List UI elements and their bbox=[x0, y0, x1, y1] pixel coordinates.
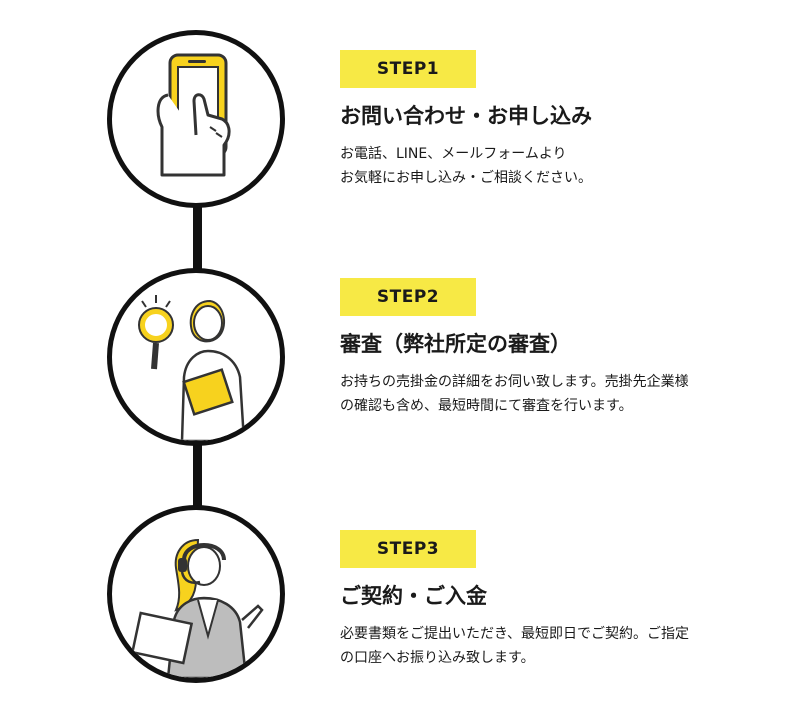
step3-description: 必要書類をご提出いただき、最短即日でご契約。ご指定の口座へお振り込み致します。 bbox=[340, 626, 690, 666]
step-connector-2 bbox=[193, 445, 202, 515]
step3: STEP3 ご契約・ご入金 必要書類をご提出いただき、最短即日でご契約。ご指定の… bbox=[340, 530, 780, 670]
step2-title: 審査（弊社所定の審査） bbox=[340, 332, 571, 356]
step2-illustration bbox=[107, 268, 285, 446]
step-connector-1 bbox=[193, 205, 202, 275]
step3-badge: STEP3 bbox=[340, 530, 476, 568]
step1-illustration bbox=[107, 30, 285, 208]
step1-title: お問い合わせ・お申し込み bbox=[340, 104, 592, 128]
magnifier-person-icon bbox=[138, 295, 246, 441]
smartphone-hand-icon bbox=[156, 53, 231, 177]
step2-badge: STEP2 bbox=[340, 278, 476, 316]
step1: STEP1 お問い合わせ・お申し込み お電話、LINE、メールフォームより お気… bbox=[340, 50, 780, 190]
step3-illustration bbox=[107, 505, 285, 683]
step1-badge: STEP1 bbox=[340, 50, 476, 88]
step3-title: ご契約・ご入金 bbox=[340, 584, 487, 608]
step2-description: お持ちの売掛金の詳細をお伺い致します。売掛先企業様の確認も含め、最短時間にて審査… bbox=[340, 374, 689, 414]
headset-operator-icon bbox=[130, 538, 264, 678]
step1-description: お電話、LINE、メールフォームより お気軽にお申し込み・ご相談ください。 bbox=[340, 146, 592, 186]
step2: STEP2 審査（弊社所定の審査） お持ちの売掛金の詳細をお伺い致します。売掛先… bbox=[340, 278, 780, 418]
